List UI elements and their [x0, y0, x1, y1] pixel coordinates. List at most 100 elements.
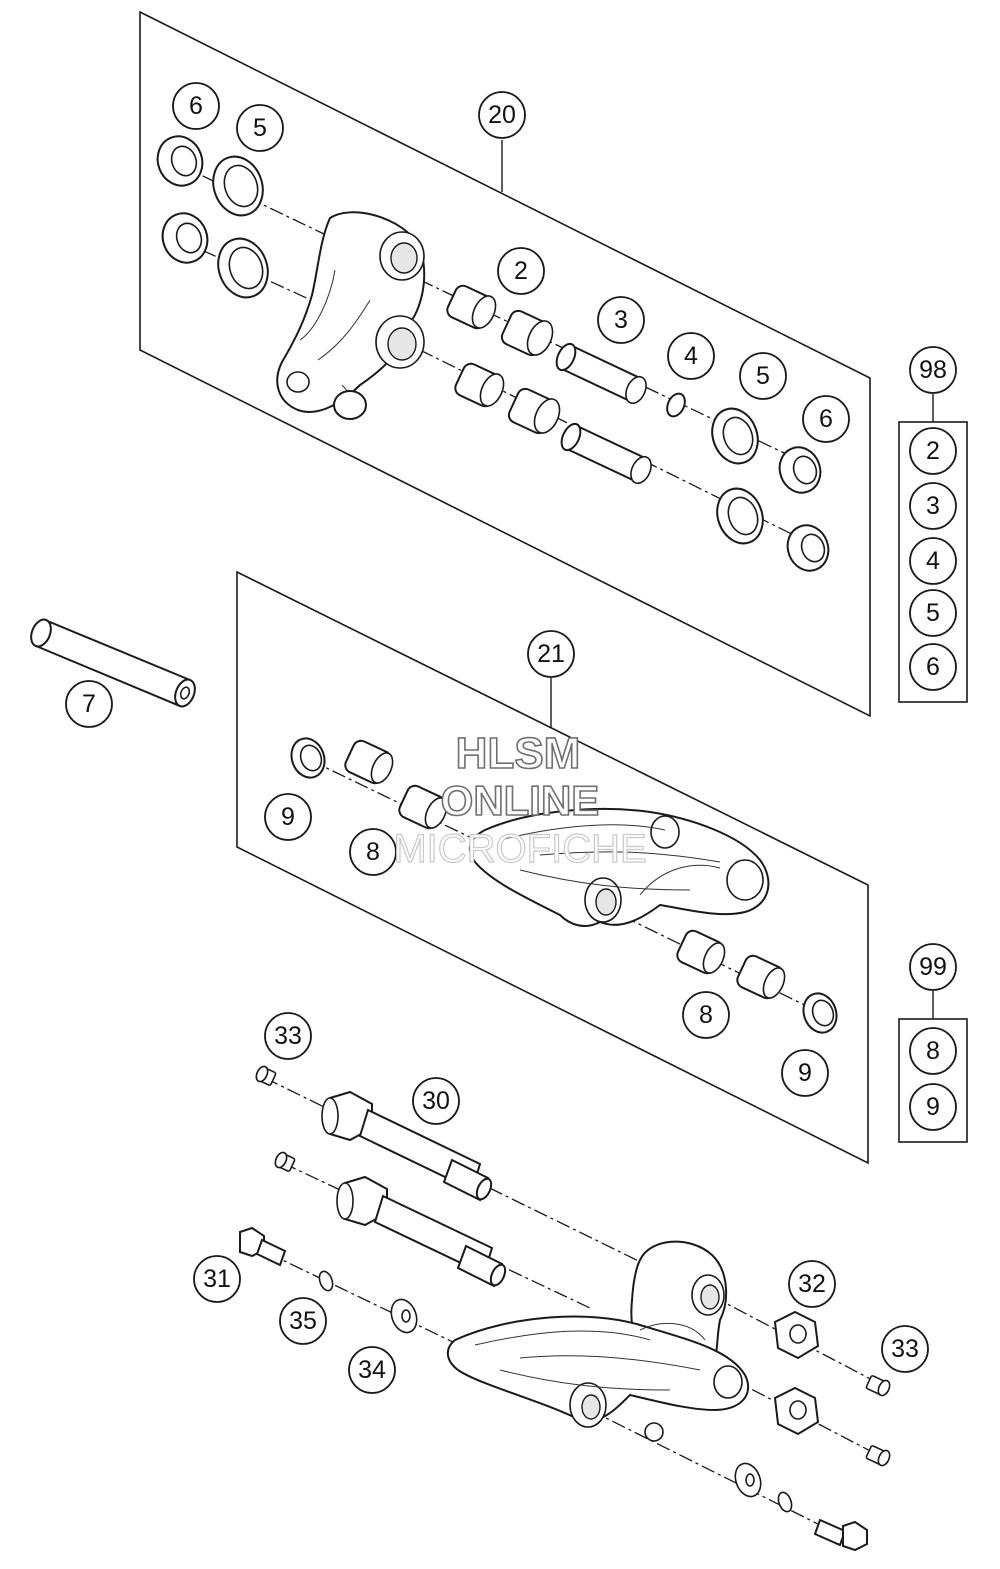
callout-30[interactable]: 30: [412, 1077, 460, 1125]
callout-9-left-label: 9: [281, 803, 295, 831]
pivot-pin-part-7: [30, 618, 196, 708]
panel-21-frame: [236, 570, 869, 1165]
kit-98-item-2[interactable]: 2: [909, 427, 957, 475]
bolt-part-31-left: [239, 1226, 287, 1267]
watermark-line-3: MICROFICHE: [393, 827, 646, 871]
washer-part-34-left: [390, 1298, 418, 1334]
bearing-part-8-right-b: [736, 954, 786, 1000]
kit-98-item-6[interactable]: 6: [909, 643, 957, 691]
washer-part-34-right: [734, 1462, 762, 1498]
callout-31[interactable]: 31: [193, 1255, 241, 1303]
callout-33-left-label: 33: [274, 1022, 302, 1050]
callout-31-label: 31: [203, 1265, 231, 1293]
callout-3[interactable]: 3: [597, 296, 645, 344]
grease-nipple-part-33-lower: [274, 1151, 296, 1172]
kit-98-item-label: 6: [926, 653, 940, 681]
watermark-line-1: HLSM: [456, 729, 581, 778]
callout-6-right-label: 6: [819, 405, 833, 433]
grease-nipple-part-33-right-lower: [865, 1445, 891, 1467]
callout-35[interactable]: 35: [279, 1297, 327, 1345]
seal-part-6-right-lower: [786, 524, 830, 572]
ring-part-5-right-upper: [711, 407, 759, 465]
callout-99-label: 99: [919, 953, 947, 981]
assembled-linkage: [446, 1240, 750, 1442]
bearing-part-2-lower: [507, 387, 561, 435]
callout-5-right-label: 5: [756, 362, 770, 390]
kit-99-item-9[interactable]: 9: [909, 1083, 957, 1131]
callout-33-left[interactable]: 33: [264, 1012, 312, 1060]
callout-20-label: 20: [488, 101, 516, 129]
callout-98-label: 98: [919, 356, 947, 384]
kit-98-item-4[interactable]: 4: [909, 537, 957, 585]
callout-4-label: 4: [684, 342, 698, 370]
needle-bearing-upper: [446, 284, 497, 330]
sleeve-part-3-lower: [560, 422, 652, 485]
callout-2-label: 2: [514, 257, 528, 285]
callout-98[interactable]: 98: [909, 346, 957, 394]
callout-8-right[interactable]: 8: [682, 991, 730, 1039]
callout-6-right[interactable]: 6: [802, 395, 850, 443]
callout-9-right-label: 9: [798, 1059, 812, 1087]
callout-35-label: 35: [289, 1307, 317, 1335]
callout-3-label: 3: [614, 306, 628, 334]
kit-99-item-8[interactable]: 8: [909, 1027, 957, 1075]
seal-part-9-left: [290, 737, 326, 779]
callout-32[interactable]: 32: [788, 1260, 836, 1308]
bearing-part-8-left-a: [344, 739, 394, 785]
callout-5-upper-left[interactable]: 5: [236, 104, 284, 152]
callout-21[interactable]: 21: [527, 630, 575, 678]
callout-7[interactable]: 7: [65, 680, 113, 728]
ring-part-5-upper: [212, 155, 264, 217]
kit-98-item-5[interactable]: 5: [909, 589, 957, 637]
sleeve-part-3-upper: [555, 342, 647, 405]
kit-98-item-label: 4: [926, 547, 940, 575]
linkage-lever: [276, 211, 426, 421]
callout-9-left[interactable]: 9: [264, 793, 312, 841]
seal-part-6-lower: [161, 212, 209, 264]
kit-98: 98 2 3 4 5 6: [898, 346, 968, 703]
callout-5-right[interactable]: 5: [739, 352, 787, 400]
nut-part-32-upper: [773, 1310, 820, 1360]
bearing-part-8-right-a: [676, 929, 726, 975]
seal-part-6-right-upper: [778, 446, 822, 494]
callout-4[interactable]: 4: [667, 332, 715, 380]
kit-99: 99 8 9: [898, 943, 968, 1143]
panel-assembly-21: 21 9 8 8 9: [236, 570, 869, 1165]
bolt-part-30-lower: [336, 1175, 507, 1288]
nut-part-32-lower: [773, 1386, 820, 1436]
callout-33-right[interactable]: 33: [881, 1325, 929, 1373]
callout-9-right[interactable]: 9: [781, 1049, 829, 1097]
washer-part-35-left: [318, 1270, 334, 1292]
callout-20[interactable]: 20: [478, 91, 526, 139]
kit-99-item-label: 9: [926, 1093, 940, 1121]
callout-32-label: 32: [798, 1270, 826, 1298]
washer-part-35-right: [777, 1491, 793, 1513]
callout-99[interactable]: 99: [909, 943, 957, 991]
kit-98-item-label: 3: [926, 492, 940, 520]
callout-6-upper-left[interactable]: 6: [172, 82, 220, 130]
callout-6-label: 6: [189, 92, 203, 120]
seal-part-6-upper: [156, 135, 204, 187]
callout-34-label: 34: [358, 1356, 386, 1384]
ring-part-5-lower: [217, 237, 269, 299]
bearing-part-2-upper: [500, 309, 554, 357]
kit-98-item-label: 2: [926, 437, 940, 465]
callout-33-right-label: 33: [891, 1335, 919, 1363]
axis-21-left: [309, 759, 481, 843]
axis-bolt-31-right: [589, 1409, 851, 1541]
needle-bearing-lower: [454, 362, 505, 408]
callout-8-right-label: 8: [699, 1001, 713, 1029]
bolt-part-30-upper: [321, 1090, 493, 1202]
seal-part-9-right: [802, 992, 838, 1034]
callout-2[interactable]: 2: [497, 247, 545, 295]
callout-34[interactable]: 34: [348, 1346, 396, 1394]
mounted-assembly: 33 30 31 35 34 32 33: [193, 1012, 929, 1552]
grease-nipple-part-33-upper: [255, 1065, 277, 1086]
callout-5-label: 5: [253, 114, 267, 142]
kit-98-item-3[interactable]: 3: [909, 482, 957, 530]
watermark-line-2: ONLINE: [441, 777, 600, 824]
callout-30-label: 30: [422, 1087, 450, 1115]
lower-link: [468, 808, 770, 927]
panel-assembly-20: 20 6 5 2 3 4 5 6: [139, 10, 871, 718]
callout-8-left[interactable]: 8: [349, 828, 397, 876]
